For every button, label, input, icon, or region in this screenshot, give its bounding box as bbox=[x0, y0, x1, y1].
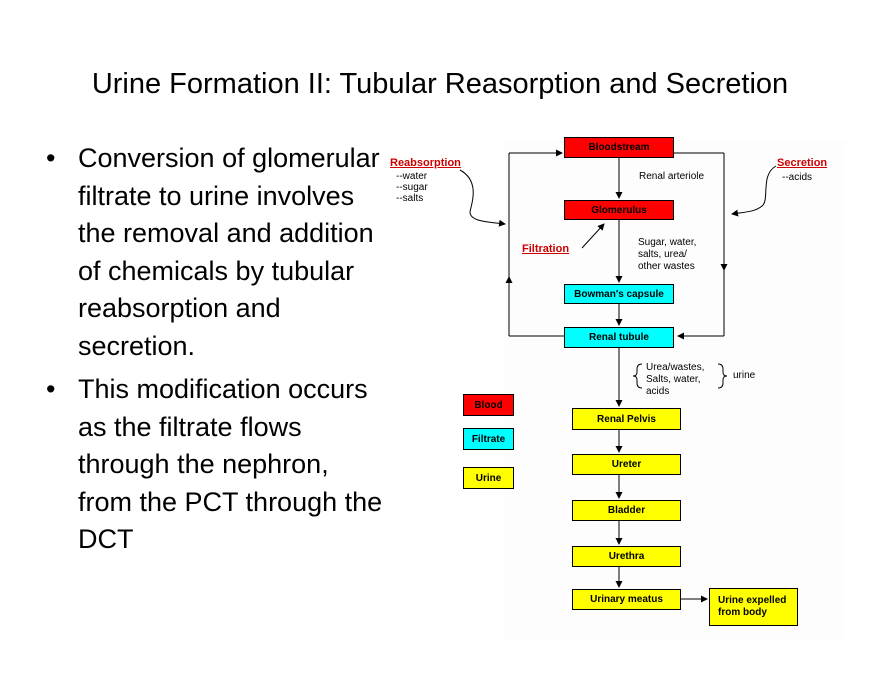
arrow-reabsorption-curve bbox=[459, 169, 506, 227]
label-reab-sugar: --sugar bbox=[396, 182, 428, 193]
label-reab-water: --water bbox=[396, 171, 428, 182]
label-reabsorption: Reabsorption bbox=[390, 157, 461, 169]
node-bladder: Bladder bbox=[572, 500, 681, 521]
node-bowmans-capsule: Bowman's capsule bbox=[564, 284, 674, 304]
label-urine-2: Salts, water, bbox=[646, 374, 701, 385]
bullet-dot-icon: • bbox=[46, 143, 56, 173]
legend-filtrate: Filtrate bbox=[463, 428, 514, 450]
label-filtrate-3: other wastes bbox=[638, 261, 695, 272]
label-reab-salts: --salts bbox=[396, 193, 424, 204]
label-urine-3: acids bbox=[646, 386, 670, 397]
legend-blood: Blood bbox=[463, 394, 514, 416]
bullet-text: Conversion of glomerular filtrate to uri… bbox=[78, 143, 380, 361]
node-renal-tubule: Renal tubule bbox=[564, 327, 674, 348]
label-secretion: Secretion bbox=[777, 157, 828, 169]
legend-urine: Urine bbox=[463, 467, 514, 489]
label-renal-arteriole: Renal arteriole bbox=[639, 171, 705, 182]
bullet-dot-icon: • bbox=[46, 374, 56, 404]
label-filtrate-1: Sugar, water, bbox=[638, 237, 697, 248]
bullet-text: This modification occurs as the filtrate… bbox=[78, 374, 383, 554]
node-bloodstream: Bloodstream bbox=[564, 137, 674, 158]
node-urinary-meatus: Urinary meatus bbox=[572, 589, 681, 610]
slide-title: Urine Formation II: Tubular Reasorption … bbox=[91, 68, 789, 100]
label-urine-word: urine bbox=[733, 370, 756, 381]
node-urine-expelled: Urine expelled from body bbox=[709, 588, 798, 626]
label-sec-acids: --acids bbox=[782, 172, 813, 183]
label-filtrate-2: salts, urea/ bbox=[638, 249, 687, 260]
node-renal-pelvis: Renal Pelvis bbox=[572, 408, 681, 430]
node-urethra: Urethra bbox=[572, 546, 681, 567]
node-urine-expelled-line1: Urine expelled bbox=[718, 595, 787, 606]
node-ureter: Ureter bbox=[572, 454, 681, 475]
bullet-item: • This modification occurs as the filtrat… bbox=[44, 371, 384, 559]
node-urine-expelled-line2: from body bbox=[718, 607, 767, 618]
node-glomerulus: Glomerulus bbox=[564, 200, 674, 220]
bullet-item: • Conversion of glomerular filtrate to ur… bbox=[44, 140, 384, 365]
label-filtration: Filtration bbox=[522, 243, 570, 255]
label-urine-1: Urea/wastes, bbox=[646, 362, 705, 373]
bullet-list: • Conversion of glomerular filtrate to ur… bbox=[44, 140, 384, 565]
